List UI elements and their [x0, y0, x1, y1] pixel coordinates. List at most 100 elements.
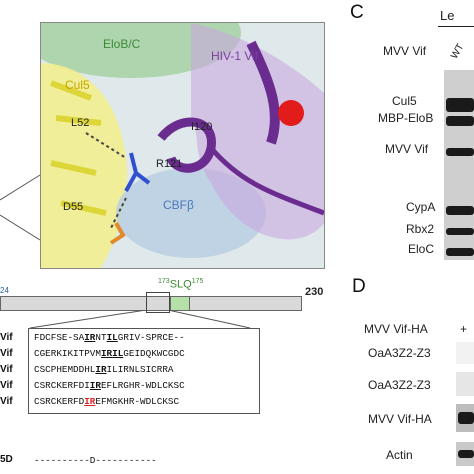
- seq-mark: IR: [84, 332, 96, 343]
- row-name: Vif: [0, 348, 13, 359]
- alignment-row: Vif FDCFSE-SAIRNTILGRIV-SPRCE--: [0, 332, 185, 348]
- label-cypa: CypA: [406, 200, 436, 214]
- blot-d-lane: [456, 342, 474, 364]
- alignment-row: Vif CSCPHEMDDHLIRILIRNLSICRRA: [0, 364, 185, 380]
- header-rule: [438, 26, 474, 27]
- slq-text: SLQ: [169, 278, 192, 291]
- r121-sidechain: [124, 152, 151, 192]
- band-mvv-vif: [446, 148, 474, 156]
- label-r121: R121: [156, 158, 183, 170]
- label-rbx2: Rbx2: [406, 222, 435, 236]
- panel-d-header: MVV Vif-HA: [364, 322, 428, 336]
- vif-helix: [157, 117, 216, 173]
- label-mvv-vif-ha: MVV Vif-HA: [368, 412, 432, 426]
- vif-surface: [191, 23, 324, 240]
- panel-c-header: MVV Vif: [383, 44, 427, 58]
- zoom-box: [146, 292, 170, 313]
- structure-panel: EloB/C HIV-1 Vif Cul5 L52 D55 I120 R121 …: [40, 22, 325, 269]
- row-name: Vif: [0, 364, 13, 375]
- structure-render: [41, 23, 324, 268]
- row-seq: CSRCKERFDIREFMGKHR-WDLCKSC: [34, 396, 179, 412]
- alignment-row: Vif CSRCKERFDIIREFLRGHR-WDLCKSC: [0, 380, 185, 396]
- slq-sup-left: 173: [158, 278, 170, 285]
- vif-helix-2: [246, 40, 280, 145]
- row-seq: CGERKIKITPVMIRILGEIDQKWCGDC: [34, 348, 185, 364]
- alignment-box: [28, 328, 260, 414]
- contact-line: [85, 132, 127, 159]
- zoom-lines: [0, 174, 41, 241]
- seq-post: ILIRNLSICRRA: [106, 364, 174, 375]
- footer-seq: ----------D-----------: [34, 455, 157, 466]
- label-actin: Actin: [386, 448, 413, 462]
- slq-label: 173SLQ175: [158, 278, 203, 291]
- seq-pre: FDCFSE-SA: [34, 332, 85, 343]
- seq-pre: CSRCKERFDI: [34, 380, 90, 391]
- band-cul5: [446, 98, 474, 112]
- seq-mark-red: IR: [84, 396, 96, 407]
- label-elob: EloB/C: [103, 37, 141, 51]
- seq-mark2: IL: [106, 332, 118, 343]
- row-seq: CSCPHEMDDHLIRILIRNLSICRRA: [34, 364, 174, 380]
- seq-pre: CSRCKERFD: [34, 396, 85, 407]
- label-cul5-band: Cul5: [392, 94, 417, 108]
- domain-bar: [0, 296, 302, 311]
- panel-d-header-mark: +: [460, 322, 468, 336]
- cul5-helices: [49, 80, 107, 216]
- d55-sidechain: [109, 221, 126, 245]
- label-eloc: EloC: [408, 242, 435, 256]
- zinc-atom: [278, 100, 304, 126]
- seq-mid: NT: [95, 332, 107, 343]
- label-oaa3z2-1: OaA3Z2-Z3: [368, 346, 431, 360]
- domain-end: 230: [305, 286, 324, 298]
- seq-mark: IR: [100, 348, 113, 359]
- band-actin: [458, 450, 474, 458]
- alignment-row: Vif CSRCKERFDIREFMGKHR-WDLCKSC: [0, 396, 185, 412]
- panel-letter-c: C: [350, 2, 364, 23]
- seq-post: GEIDQKWCGDC: [123, 348, 185, 359]
- label-i120: I120: [191, 121, 213, 133]
- cul5-surface: [41, 63, 128, 268]
- band-rbx2: [446, 228, 474, 235]
- row-name: Vif: [0, 396, 13, 407]
- blot-d-lane: [456, 404, 474, 432]
- footer-name: 5D: [0, 454, 13, 465]
- seq-post: EFMGKHR-WDLCKSC: [95, 396, 180, 407]
- alignment-row: Vif CGERKIKITPVMIRILGEIDQKWCGDC: [0, 348, 185, 364]
- seq-mark: IR: [95, 364, 107, 375]
- vif-loop: [209, 146, 324, 216]
- lane-wt: WT: [449, 42, 467, 61]
- row-name: Vif: [0, 332, 13, 343]
- band-cypa: [446, 206, 474, 215]
- row-seq: CSRCKERFDIIREFLRGHR-WDLCKSC: [34, 380, 185, 396]
- seq-post: GRIV-SPRCE--: [117, 332, 185, 343]
- row-seq: FDCFSE-SAIRNTILGRIV-SPRCE--: [34, 332, 185, 348]
- label-oaa3z2-2: OaA3Z2-Z3: [368, 378, 431, 392]
- label-mbp-elob: MBP-EloB: [378, 111, 434, 125]
- alignment: Vif FDCFSE-SAIRNTILGRIV-SPRCE-- Vif CGER…: [0, 332, 185, 412]
- band-vif-ha: [458, 412, 474, 424]
- blot-c: [444, 70, 474, 260]
- label-cbfb: CBFβ: [163, 198, 194, 212]
- label-d55: D55: [63, 201, 84, 213]
- slq-motif: [170, 296, 190, 311]
- seq-pre: CGERKIKITPVM: [34, 348, 101, 359]
- seq-mark2: IL: [112, 348, 124, 359]
- seq-pre: CSCPHEMDDHL: [34, 364, 96, 375]
- label-hiv-vif: HIV-1 Vif: [211, 49, 259, 63]
- blot-d-lane: [456, 372, 474, 396]
- alignment-zoom-lines: [29, 310, 251, 329]
- panel-letter-d: D: [352, 276, 366, 297]
- slq-sup-right: 175: [191, 278, 204, 285]
- band-mbp-elob: [446, 116, 474, 126]
- row-name: Vif: [0, 380, 13, 391]
- panel-c-top-label: Le: [440, 8, 455, 23]
- label-cul5: Cul5: [65, 78, 90, 92]
- domain-left-sup: 24: [0, 286, 9, 295]
- seq-mark: IR: [89, 380, 101, 391]
- seq-post: EFLRGHR-WDLCKSC: [100, 380, 185, 391]
- elob-surface: [41, 23, 241, 78]
- label-l52: L52: [71, 117, 90, 129]
- blot-d-lane: [456, 442, 474, 466]
- label-mvv-vif: MVV Vif: [385, 142, 429, 156]
- band-eloc: [446, 248, 474, 256]
